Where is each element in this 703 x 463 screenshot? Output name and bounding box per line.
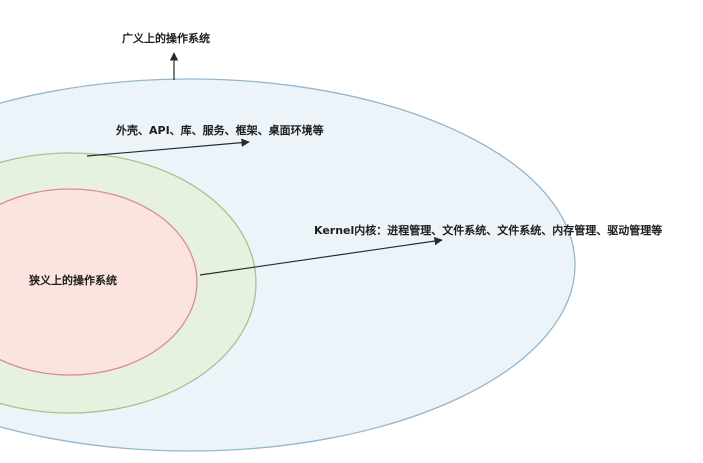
arrow-userland: [86, 138, 250, 157]
label-narrow-os: 狭义上的操作系统: [28, 273, 117, 287]
label-broad-os: 广义上的操作系统: [122, 31, 210, 45]
inner-ellipse-narrow-os: [0, 188, 198, 376]
arrow-kernel: [199, 236, 443, 276]
label-userland: 外壳、API、库、服务、框架、桌面环境等: [115, 123, 324, 137]
label-kernel: Kernel内核：进程管理、文件系统、文件系统、内存管理、驱动管理等: [314, 223, 662, 237]
